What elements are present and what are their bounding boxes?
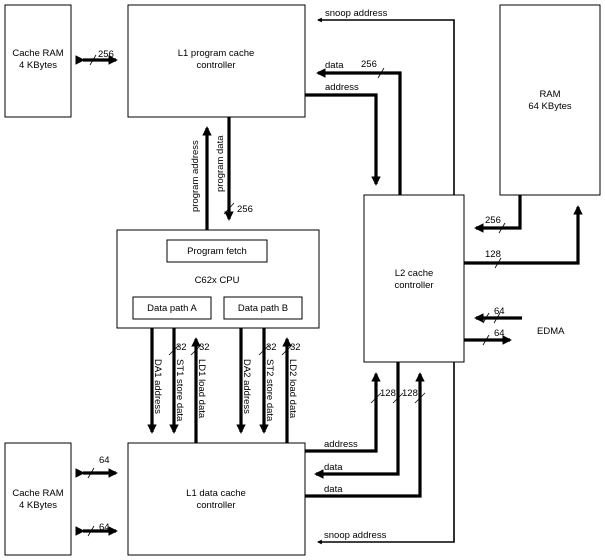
width-data-bottom: 128 (402, 388, 418, 399)
bus-cache-ram-l1p: 256 (75, 49, 118, 66)
width-data-top: 256 (361, 59, 377, 70)
bus-program-data: program data 256 (215, 117, 253, 221)
ram-box: RAM 64 KBytes (499, 4, 601, 196)
data-bottom-2-label: data (324, 484, 343, 495)
bus-da2-address: DA2 address (236, 328, 252, 434)
edma-label: EDMA (537, 326, 565, 337)
address-bottom-label: address (324, 439, 358, 450)
bus-snoop-address-l1d: snoop address (317, 362, 455, 545)
bus-snoop-address-l1p: snoop address (317, 8, 455, 195)
program-data-label: program data (215, 135, 226, 192)
width-program-data: 256 (237, 204, 253, 215)
program-fetch-label: Program fetch (187, 246, 247, 257)
data-path-a-box (132, 296, 212, 320)
bus-cache-ram-l1d-2: 64 (75, 522, 118, 537)
width-st1: 32 (176, 342, 187, 353)
program-fetch-box (166, 239, 268, 263)
bus-ram-l2: 256 (474, 195, 522, 234)
bus-ld2-load-data: LD2 load data 32 (281, 337, 301, 443)
width-ld2: 32 (290, 342, 301, 353)
cache-ram-bottom-label: Cache RAM (12, 488, 63, 499)
cache-ram-bottom-size: 4 KBytes (19, 500, 57, 511)
bus-data-l2-l1d: data 128 (314, 362, 418, 479)
width-address-bottom: 128 (380, 388, 396, 399)
st2-store-data-label: ST2 store data (264, 359, 275, 422)
cache-ram-top-label: Cache RAM (12, 48, 63, 59)
bus-da1-address: DA1 address (147, 328, 163, 434)
bus-data-l1d-l2: data (305, 372, 426, 498)
st1-store-data-label: ST1 store data (174, 359, 185, 422)
data-top-label: data (325, 60, 344, 71)
cpu-box: Program fetch C62x CPU Data path A Data … (116, 229, 320, 329)
l2-label: L2 cache (395, 268, 434, 279)
da1-address-label: DA1 address (152, 359, 163, 414)
l1p-label-2: controller (196, 60, 235, 71)
bus-st1-store-data: ST1 store data 32 (168, 328, 187, 434)
address-top-label: address (325, 82, 359, 93)
ld1-load-data-label: LD1 load data (196, 359, 207, 419)
width-ld1: 32 (199, 342, 210, 353)
cpu-label: C62x CPU (195, 275, 240, 286)
snoop-address-bottom-label: snoop address (324, 530, 387, 541)
l2-label-2: controller (394, 280, 433, 291)
bus-l2-ram: 128 (464, 205, 583, 269)
snoop-address-top-label: snoop address (325, 8, 388, 19)
ld2-load-data-label: LD2 load data (287, 359, 298, 419)
cache-ram-top-box: Cache RAM 4 KBytes (4, 4, 72, 118)
width-edma-in: 64 (494, 306, 505, 317)
cache-ram-bottom-box: Cache RAM 4 KBytes (4, 442, 72, 556)
bus-edma-out: 64 (464, 328, 512, 346)
bus-cache-ram-l1d-1: 64 (75, 455, 118, 479)
l1p-controller-box: L1 program cache controller (127, 4, 306, 118)
data-bottom-label: data (324, 462, 343, 473)
program-address-label: program address (190, 140, 201, 212)
data-path-b-box (223, 296, 303, 320)
width-ram-l2: 256 (485, 215, 501, 226)
data-path-a-label: Data path A (147, 303, 197, 314)
bus-edma-in: 64 (474, 306, 522, 324)
bus-address-l1d-l2: address 128 (305, 372, 396, 453)
width-st2: 32 (266, 342, 277, 353)
cache-ram-top-size: 4 KBytes (19, 60, 57, 71)
l2-controller-box: L2 cache controller (363, 194, 465, 363)
l1d-label: L1 data cache (186, 488, 246, 499)
ram-label: RAM (539, 89, 560, 100)
l1d-label-2: controller (196, 500, 235, 511)
bus-ld1-load-data: LD1 load data 32 (190, 337, 210, 443)
bus-st2-store-data: ST2 store data 32 (258, 328, 277, 434)
da2-address-label: DA2 address (241, 359, 252, 414)
width-cache-ram-l1p: 256 (98, 49, 114, 60)
l1p-label: L1 program cache (178, 48, 255, 59)
ram-size: 64 KBytes (528, 101, 572, 112)
width-cache-ram-l1d-1: 64 (99, 455, 110, 466)
data-path-b-label: Data path B (238, 303, 288, 314)
width-cache-ram-l1d-2: 64 (99, 522, 110, 533)
bus-address-l1p-l2: address (305, 82, 381, 186)
width-l2-ram: 128 (485, 249, 501, 260)
l1d-controller-box: L1 data cache controller (127, 442, 306, 556)
bus-program-address: program address (190, 126, 212, 230)
width-edma-out: 64 (494, 328, 505, 339)
bus-data-l2-l1p: data 256 (316, 59, 402, 195)
